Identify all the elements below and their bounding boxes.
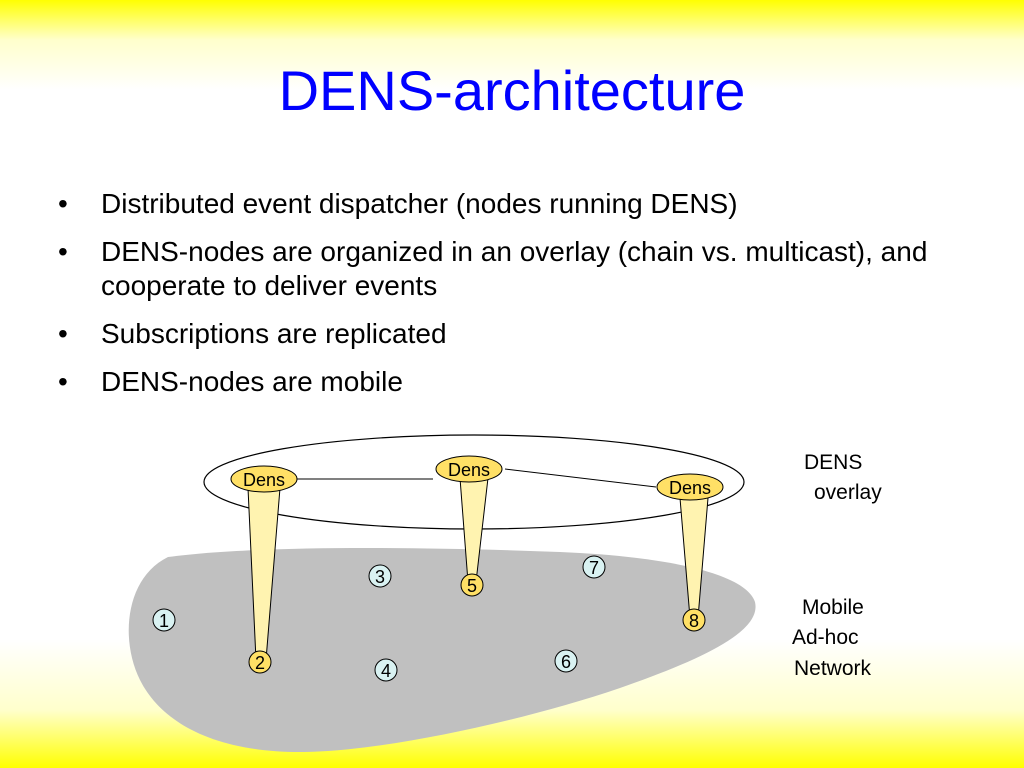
dens-node-label: Dens (448, 460, 490, 480)
mobile-node: 4 (374, 658, 398, 682)
mobile-node: 8 (682, 608, 706, 632)
mobile-node: 1 (152, 608, 176, 632)
bullet-text: Distributed event dispatcher (nodes runn… (101, 188, 738, 219)
bullet-icon: • (58, 318, 68, 349)
overlay-label-line2: overlay (814, 481, 882, 504)
bullet-item: • Subscriptions are replicated (54, 317, 934, 351)
mobile-node-label: 8 (689, 611, 699, 631)
bullet-text: Subscriptions are replicated (101, 318, 447, 349)
bullet-item: • DENS-nodes are organized in an overlay … (54, 235, 934, 303)
mobile-node-label: 7 (589, 558, 599, 578)
bullet-item: • DENS-nodes are mobile (54, 365, 934, 399)
mobile-node: 5 (460, 573, 484, 597)
overlay-link (504, 468, 657, 488)
bullet-list: • Distributed event dispatcher (nodes run… (54, 187, 934, 413)
bullet-text: DENS-nodes are organized in an overlay (… (101, 236, 928, 301)
mobile-node-label: 6 (561, 652, 571, 672)
mobile-node-label: 2 (255, 653, 265, 673)
dens-node-label: Dens (669, 478, 711, 498)
slide-title: DENS-architecture (278, 59, 746, 122)
dens-node: Dens (230, 465, 298, 493)
bullet-icon: • (58, 188, 68, 219)
mobile-node: 7 (582, 555, 606, 579)
mobile-node-label: 1 (159, 611, 169, 631)
dens-node: Dens (656, 473, 724, 501)
mobile-node: 6 (554, 649, 578, 673)
bullet-icon: • (58, 236, 68, 267)
dens-node: Dens (435, 455, 503, 483)
bullet-icon: • (58, 366, 68, 397)
overlay-label-line1: DENS (804, 451, 862, 474)
mobile-node: 2 (248, 650, 272, 674)
mobile-node-label: 3 (375, 567, 385, 587)
network-label-line3: Network (794, 657, 872, 680)
mobile-node: 3 (368, 564, 392, 588)
bullet-text: DENS-nodes are mobile (101, 366, 403, 397)
network-label-line1: Mobile (802, 596, 864, 619)
dens-node-label: Dens (243, 470, 285, 490)
bullet-item: • Distributed event dispatcher (nodes run… (54, 187, 934, 221)
mobile-node-label: 4 (381, 661, 391, 681)
network-label-line2: Ad-hoc (792, 626, 859, 649)
mobile-network-area (128, 547, 756, 752)
mobile-node-label: 5 (467, 576, 477, 596)
